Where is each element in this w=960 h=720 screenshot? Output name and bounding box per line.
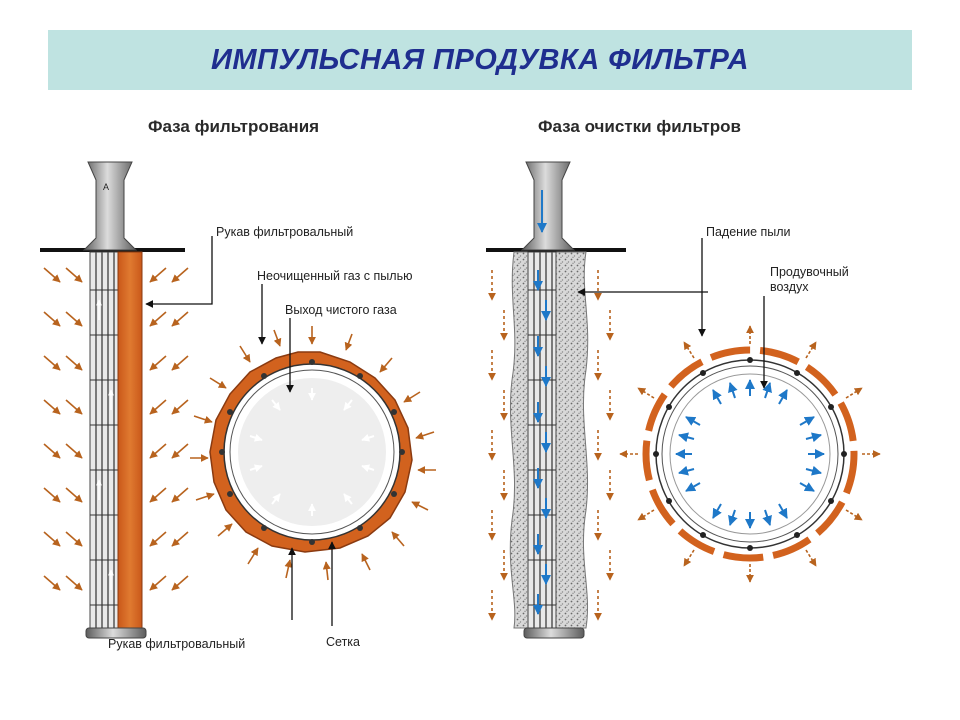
- svg-text:A: A: [103, 182, 109, 192]
- label-dust-fall: Падение пыли: [706, 225, 791, 239]
- left-filter-sleeve: A: [40, 161, 185, 639]
- gas-flow-arrow-icon: [190, 326, 436, 581]
- label-clean-gas: Выход чистого газа: [285, 303, 397, 317]
- left-cross-section: [209, 351, 413, 553]
- page-title: ИМПУЛЬСНАЯ ПРОДУВКА ФИЛЬТРА: [211, 43, 749, 76]
- blowpipe-icon: [82, 161, 138, 251]
- purge-air-arrow-icon: [675, 379, 825, 529]
- purge-air-arrow-icon: [533, 190, 551, 615]
- right-heading: Фаза очистки фильтров: [538, 117, 741, 136]
- label-mesh: Сетка: [326, 635, 360, 649]
- left-heading: Фаза фильтрования: [148, 117, 319, 136]
- clean-gas-arrows: [249, 388, 375, 516]
- blowpipe-icon: [520, 161, 576, 251]
- right-cross-section: [642, 346, 858, 562]
- title-bar: ИМПУЛЬСНАЯ ПРОДУВКА ФИЛЬТРА: [48, 30, 912, 90]
- label-sleeve-top: Рукав фильтровальный: [216, 225, 353, 239]
- right-filter-sleeve: [486, 161, 626, 639]
- dust-fall-arrows: [488, 270, 614, 621]
- label-sleeve-bottom: Рукав фильтровальный: [108, 637, 245, 651]
- gas-flow-arrow-icon: [43, 267, 189, 591]
- dust-fall-arrows: [619, 325, 881, 583]
- label-dirty-gas: Неочищенный газ с пылью: [257, 269, 412, 283]
